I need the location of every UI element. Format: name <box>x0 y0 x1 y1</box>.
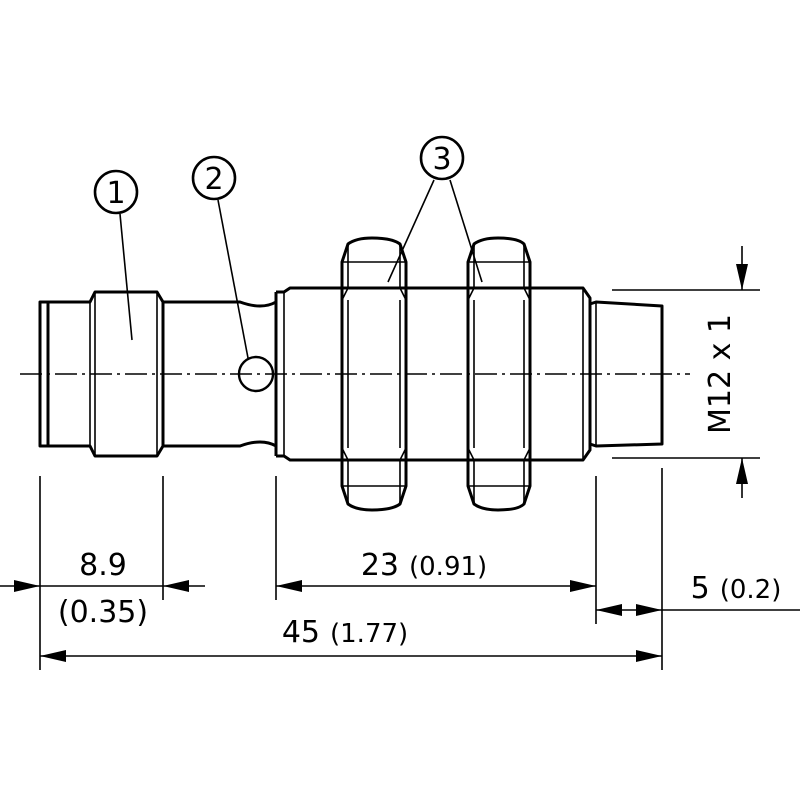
svg-text:5 (0.2): 5 (0.2) <box>691 571 782 606</box>
dimension-45: 45 (1.77) <box>40 615 662 662</box>
dim-5-in: (0.2) <box>720 575 782 605</box>
callout-2: 2 <box>191 155 249 359</box>
dim-23-mm: 23 <box>361 548 399 583</box>
svg-text:23 (0.91): 23 (0.91) <box>361 548 487 583</box>
callout-1: 1 <box>93 169 139 341</box>
dimension-5: 5 (0.2) <box>596 571 800 616</box>
dim-23-in: (0.91) <box>409 552 487 582</box>
callout-1-label: 1 <box>106 176 125 211</box>
dim-8-9-mm: 8.9 <box>79 548 127 583</box>
extension-lines <box>39 289 760 670</box>
dim-45-in: (1.77) <box>330 619 408 649</box>
nut-left <box>340 236 408 512</box>
dimension-23: 23 (0.91) <box>276 548 596 592</box>
callout-2-label: 2 <box>204 162 223 197</box>
callout-3: 3 <box>387 135 483 283</box>
dim-45-mm: 45 <box>282 615 320 650</box>
dimension-thread: M12 x 1 <box>703 246 748 498</box>
dimension-8-9: 8.9 (0.35) <box>0 548 205 630</box>
callout-3-label: 3 <box>432 142 451 177</box>
dim-5-mm: 5 <box>691 571 710 606</box>
sensing-face <box>589 300 664 448</box>
svg-text:45 (1.77): 45 (1.77) <box>282 615 408 650</box>
dim-8-9-in: (0.35) <box>58 595 148 630</box>
dim-thread-label: M12 x 1 <box>703 314 738 434</box>
nut-right <box>466 236 532 512</box>
